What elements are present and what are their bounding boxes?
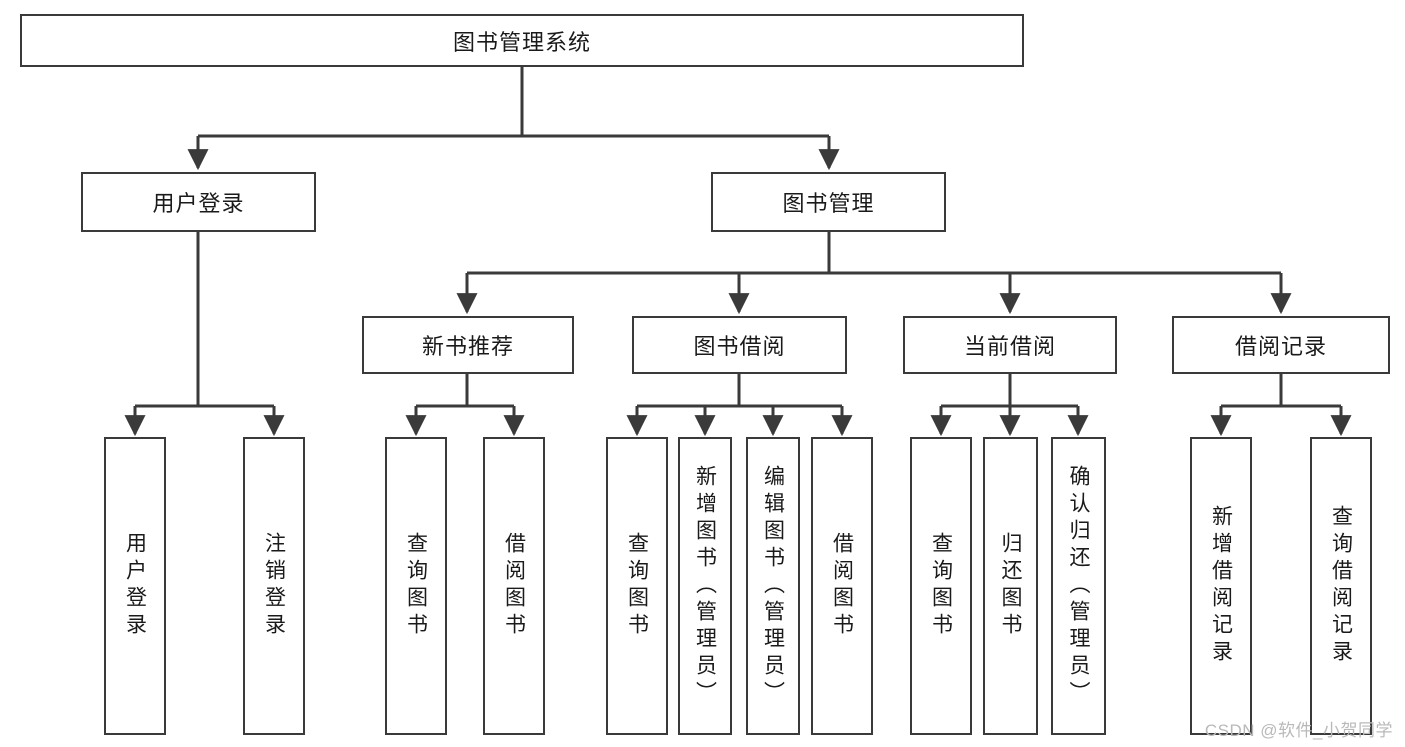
node-label: 新书推荐 (421, 334, 514, 359)
node-root-system[interactable]: 图书管理系统 (20, 14, 1024, 67)
leaf-borrow-book[interactable]: 借阅图书 (811, 437, 873, 735)
node-borrow-record[interactable]: 借阅记录 (1172, 316, 1390, 374)
node-label: 注销登录 (262, 532, 286, 640)
node-book-borrow[interactable]: 图书借阅 (632, 316, 847, 374)
node-label: 用户登录 (152, 191, 245, 216)
node-label: 借阅图书 (830, 532, 854, 640)
leaf-query-book-borrow[interactable]: 查询图书 (606, 437, 668, 735)
node-label: 当前借阅 (963, 334, 1056, 359)
leaf-return-book[interactable]: 归还图书 (983, 437, 1038, 735)
leaf-user-login[interactable]: 用户登录 (104, 437, 166, 735)
leaf-query-book-recommend[interactable]: 查询图书 (385, 437, 447, 735)
node-label: 编辑图书（管理员） (761, 464, 785, 708)
node-label: 查询图书 (929, 532, 953, 640)
node-label: 确认归还（管理员） (1067, 464, 1090, 708)
node-label: 借阅记录 (1234, 334, 1327, 359)
node-label: 用户登录 (123, 532, 147, 640)
node-label: 图书管理 (782, 191, 875, 216)
node-user-login[interactable]: 用户登录 (81, 172, 316, 232)
leaf-query-book-current[interactable]: 查询图书 (910, 437, 972, 735)
watermark-credit: CSDN @软件_小贺同学 (1204, 721, 1393, 740)
leaf-add-book-admin[interactable]: 新增图书（管理员） (678, 437, 732, 735)
node-label: 归还图书 (999, 532, 1022, 640)
node-label: 新增借阅记录 (1209, 505, 1233, 667)
node-label: 借阅图书 (502, 532, 526, 640)
leaf-query-borrow-record[interactable]: 查询借阅记录 (1310, 437, 1372, 735)
leaf-logout-login[interactable]: 注销登录 (243, 437, 305, 735)
node-label: 图书管理系统 (452, 29, 591, 55)
leaf-borrow-book-recommend[interactable]: 借阅图书 (483, 437, 545, 735)
node-label: 图书借阅 (693, 334, 786, 359)
leaf-confirm-return-admin[interactable]: 确认归还（管理员） (1051, 437, 1106, 735)
node-label: 查询图书 (625, 532, 649, 640)
node-book-management[interactable]: 图书管理 (711, 172, 946, 232)
leaf-edit-book-admin[interactable]: 编辑图书（管理员） (746, 437, 800, 735)
node-new-book-recommend[interactable]: 新书推荐 (362, 316, 574, 374)
node-label: 查询借阅记录 (1329, 505, 1353, 667)
node-label: 新增图书（管理员） (693, 464, 717, 708)
node-label: 查询图书 (404, 532, 428, 640)
node-current-borrow[interactable]: 当前借阅 (903, 316, 1117, 374)
leaf-add-borrow-record[interactable]: 新增借阅记录 (1190, 437, 1252, 735)
